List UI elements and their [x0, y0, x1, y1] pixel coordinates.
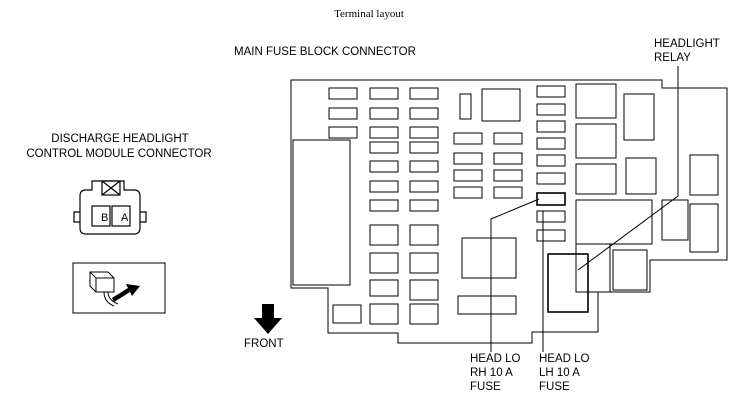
front-arrow-icon — [254, 304, 282, 334]
fuse-column-4 — [453, 132, 523, 199]
head-lo-lh-label-line3: FUSE — [539, 381, 570, 393]
headlight-relay-label-line2: RELAY — [654, 52, 691, 64]
headlight-relay-label-line1: HEADLIGHT — [654, 38, 720, 50]
head-lo-rh-label-line1: HEAD LO — [470, 353, 521, 365]
discharge-headlight-label-line1: DISCHARGE HEADLIGHT — [51, 133, 189, 145]
probe-arrow-icon — [112, 284, 140, 302]
fuse-column-5 — [536, 85, 566, 242]
head-lo-rh-label-line3: FUSE — [470, 381, 501, 393]
main-fuse-block-label: MAIN FUSE BLOCK CONNECTOR — [234, 46, 416, 58]
head-lo-lh-label-line1: HEAD LO — [539, 353, 590, 365]
fuse-column-2 — [369, 87, 399, 325]
fuse-column-1 — [328, 87, 358, 139]
inner-fuse-block — [292, 139, 351, 286]
headlight-relay-leader — [577, 66, 679, 271]
probe-inset — [72, 262, 166, 314]
headlight-relay-box — [547, 253, 589, 313]
diagram-title: Terminal layout — [334, 8, 404, 20]
front-label: FRONT — [244, 338, 284, 350]
head-lo-rh-label-line2: RH 10 A — [470, 367, 513, 379]
fuse-column-3 — [409, 87, 439, 325]
discharge-headlight-label-line2: CONTROL MODULE CONNECTOR — [26, 148, 212, 160]
main-fuse-block-outline — [290, 79, 728, 344]
head-lo-lh-label-line2: LH 10 A — [539, 367, 580, 379]
discharge-connector-icon — [73, 180, 147, 235]
terminal-a-label: A — [121, 212, 129, 224]
head-lo-rh-leader — [490, 198, 540, 352]
terminal-b-label: B — [101, 212, 108, 224]
